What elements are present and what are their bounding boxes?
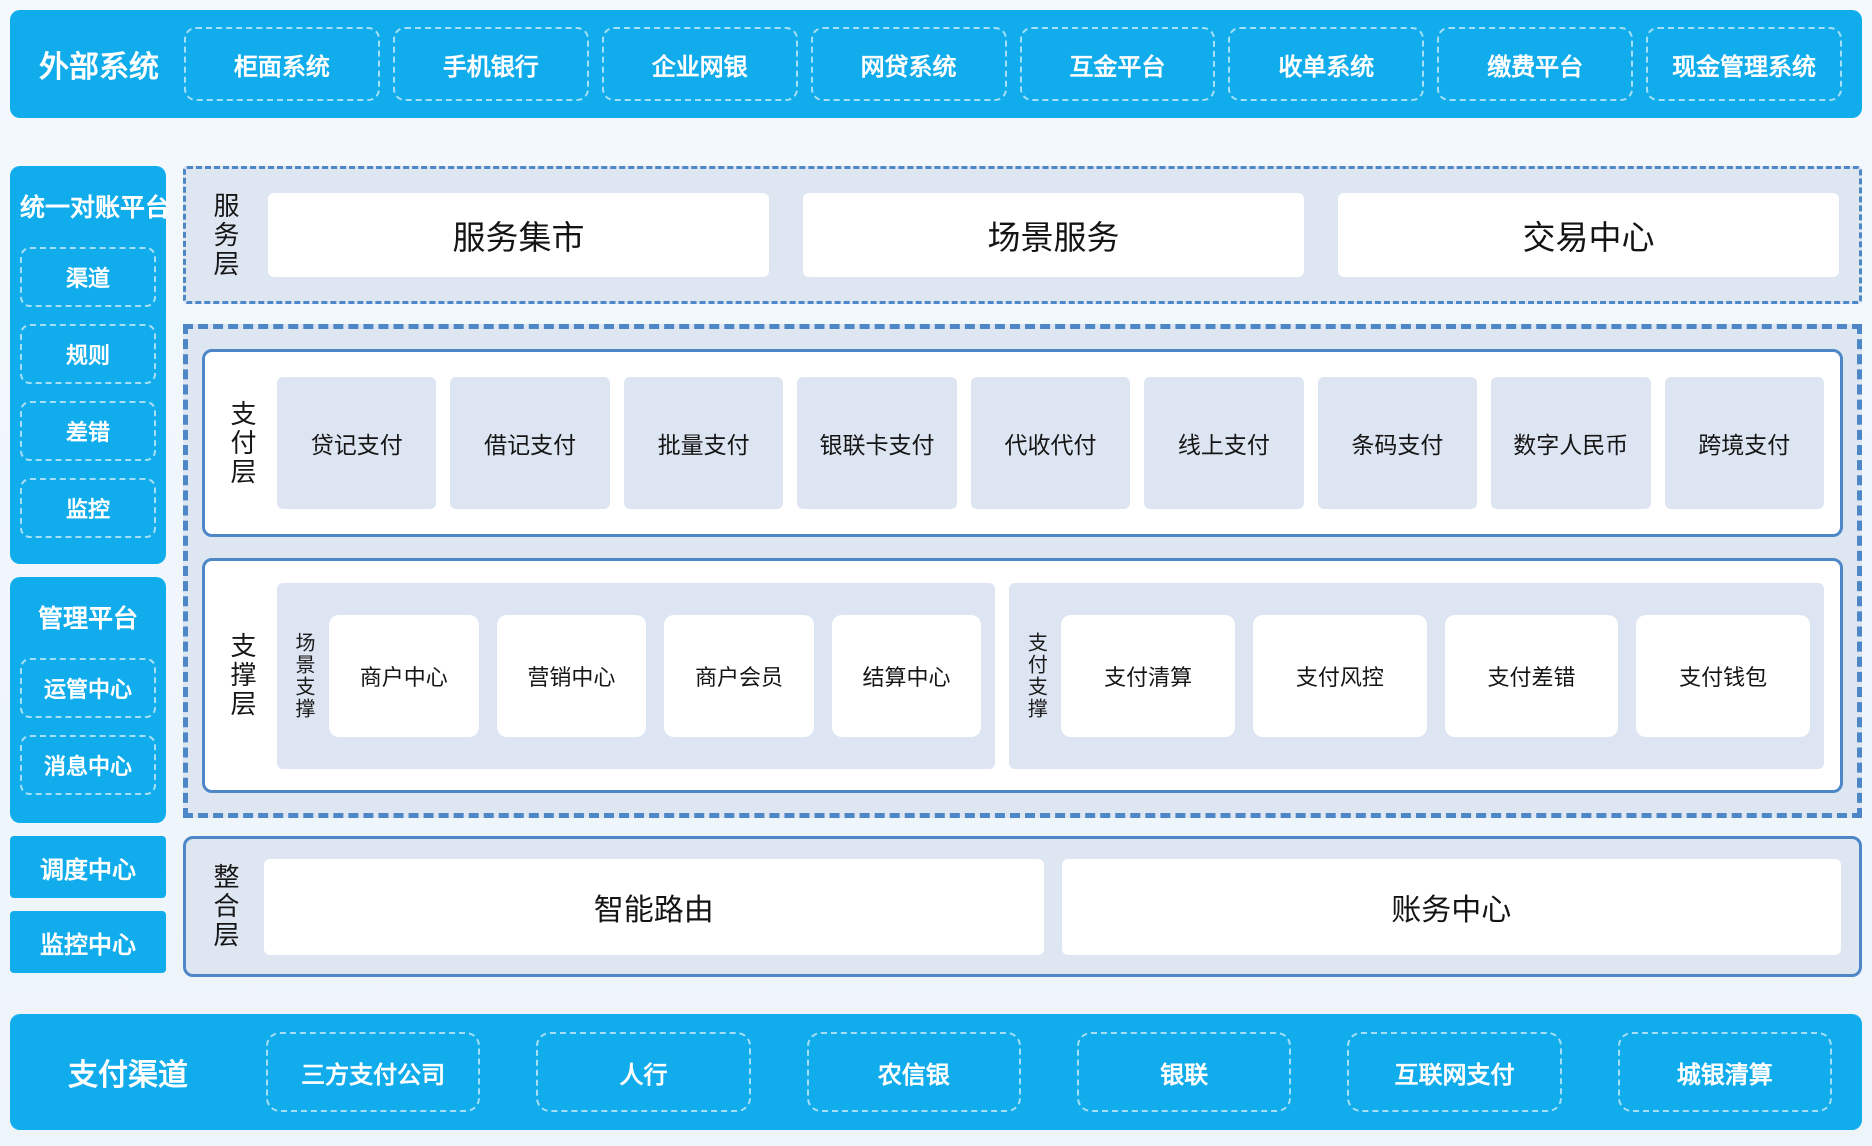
payment-tile: 代收代付	[970, 377, 1131, 509]
external-system-box: 网贷系统	[810, 27, 1007, 101]
scene-support-tile: 商户中心	[329, 614, 479, 737]
payment-layer-label: 支付层	[227, 399, 257, 487]
scene-support-tile: 商户会员	[664, 614, 814, 737]
integration-layer-label: 整合层	[210, 863, 240, 950]
payment-tile: 线上支付	[1144, 377, 1304, 509]
reconciliation-item: 渠道	[20, 247, 156, 307]
main-column: 服务层 服务集市 场景服务 交易中心 支付层 贷记支付 借记支付 批量支付 银联…	[183, 166, 1862, 978]
scene-support-label: 场景支撑	[292, 631, 314, 720]
payment-channels-band: 支付渠道 三方支付公司 人行 农信银 银联 互联网支付 城银清算	[10, 1014, 1862, 1130]
integration-layer-boxes: 智能路由 账务中心	[264, 858, 1841, 955]
external-system-box: 现金管理系统	[1646, 27, 1842, 101]
payment-channel-box: 银联	[1076, 1032, 1292, 1112]
external-systems-title: 外部系统	[39, 51, 159, 84]
service-box: 场景服务	[803, 193, 1304, 277]
integration-layer: 整合层 智能路由 账务中心	[183, 836, 1862, 977]
payment-channels-items: 三方支付公司 人行 农信银 银联 互联网支付 城银清算	[256, 1014, 1842, 1130]
external-systems-band: 外部系统 柜面系统 手机银行 企业网银 网贷系统 互金平台 收单系统 缴费平台 …	[10, 10, 1862, 118]
payment-layer-tiles: 贷记支付 借记支付 批量支付 银联卡支付 代收代付 线上支付 条码支付 数字人民…	[277, 377, 1824, 509]
external-system-box: 企业网银	[601, 27, 798, 101]
payment-support-label: 支付支撑	[1024, 631, 1047, 720]
service-layer-label: 服务层	[210, 191, 240, 279]
service-box: 交易中心	[1338, 193, 1839, 277]
payment-support-tile: 支付风控	[1252, 614, 1427, 737]
monitor-center-block: 监控中心	[10, 911, 166, 973]
payment-layer: 支付层 贷记支付 借记支付 批量支付 银联卡支付 代收代付 线上支付 条码支付 …	[202, 349, 1843, 537]
support-layer: 支撑层 场景支撑 商户中心 营销中心 商户会员 结算中心	[202, 558, 1843, 793]
payment-tile: 跨境支付	[1664, 377, 1824, 509]
payment-channels-title: 支付渠道	[68, 1059, 188, 1092]
payment-tile: 贷记支付	[277, 377, 437, 509]
external-system-box: 收单系统	[1228, 27, 1425, 101]
service-layer-boxes: 服务集市 场景服务 交易中心	[268, 193, 1839, 277]
payment-support-container: 支付层 贷记支付 借记支付 批量支付 银联卡支付 代收代付 线上支付 条码支付 …	[183, 324, 1862, 818]
payment-channel-box: 互联网支付	[1347, 1032, 1562, 1112]
reconciliation-platform-title: 统一对账平台	[20, 194, 171, 222]
reconciliation-platform-panel: 统一对账平台 渠道 规则 差错 监控	[10, 166, 171, 564]
payment-tile: 批量支付	[623, 377, 784, 509]
diagram-body: 统一对账平台 渠道 规则 差错 监控 管理平台 运管中心 消息中心 调度中心 监…	[10, 166, 1862, 978]
external-system-box: 柜面系统	[184, 27, 380, 101]
integration-box: 账务中心	[1061, 858, 1841, 955]
left-column: 统一对账平台 渠道 规则 差错 监控 管理平台 运管中心 消息中心 调度中心 监…	[10, 166, 171, 978]
scene-support-tile: 结算中心	[831, 614, 982, 737]
payment-tile: 银联卡支付	[797, 377, 957, 509]
payment-channel-box: 人行	[536, 1032, 751, 1112]
external-systems-items: 柜面系统 手机银行 企业网银 网贷系统 互金平台 收单系统 缴费平台 现金管理系…	[184, 10, 1842, 118]
external-system-box: 手机银行	[392, 27, 589, 101]
service-layer: 服务层 服务集市 场景服务 交易中心	[183, 166, 1862, 304]
scene-support-group: 场景支撑 商户中心 营销中心 商户会员 结算中心	[277, 582, 996, 769]
reconciliation-item: 差错	[20, 401, 156, 461]
payment-tile: 条码支付	[1317, 377, 1478, 509]
payment-tile: 借记支付	[450, 377, 610, 509]
management-platform-title: 管理平台	[37, 605, 138, 633]
external-system-box: 缴费平台	[1437, 27, 1634, 101]
dispatch-center-block: 调度中心	[10, 836, 166, 898]
reconciliation-item: 监控	[20, 478, 156, 538]
payment-support-tile: 支付清算	[1061, 614, 1235, 737]
payment-support-group: 支付支撑 支付清算 支付风控 支付差错 支付钱包	[1009, 582, 1824, 769]
support-layer-label: 支撑层	[227, 632, 257, 719]
payment-channel-box: 三方支付公司	[266, 1032, 481, 1112]
payment-support-tile: 支付差错	[1444, 614, 1619, 737]
external-system-box: 互金平台	[1019, 27, 1216, 101]
management-item: 消息中心	[20, 735, 156, 795]
support-layer-groups: 场景支撑 商户中心 营销中心 商户会员 结算中心 支付支撑 支付清算	[277, 582, 1824, 769]
payment-support-tile: 支付钱包	[1636, 614, 1810, 737]
reconciliation-item: 规则	[20, 324, 156, 384]
management-platform-panel: 管理平台 运管中心 消息中心	[10, 577, 166, 823]
service-box: 服务集市	[268, 193, 769, 277]
scene-support-tile: 营销中心	[496, 614, 647, 737]
payment-channel-box: 农信银	[806, 1032, 1021, 1112]
payment-channel-box: 城银清算	[1617, 1032, 1832, 1112]
integration-box: 智能路由	[264, 858, 1044, 955]
payment-tile: 数字人民币	[1491, 377, 1651, 509]
management-item: 运管中心	[20, 658, 156, 718]
